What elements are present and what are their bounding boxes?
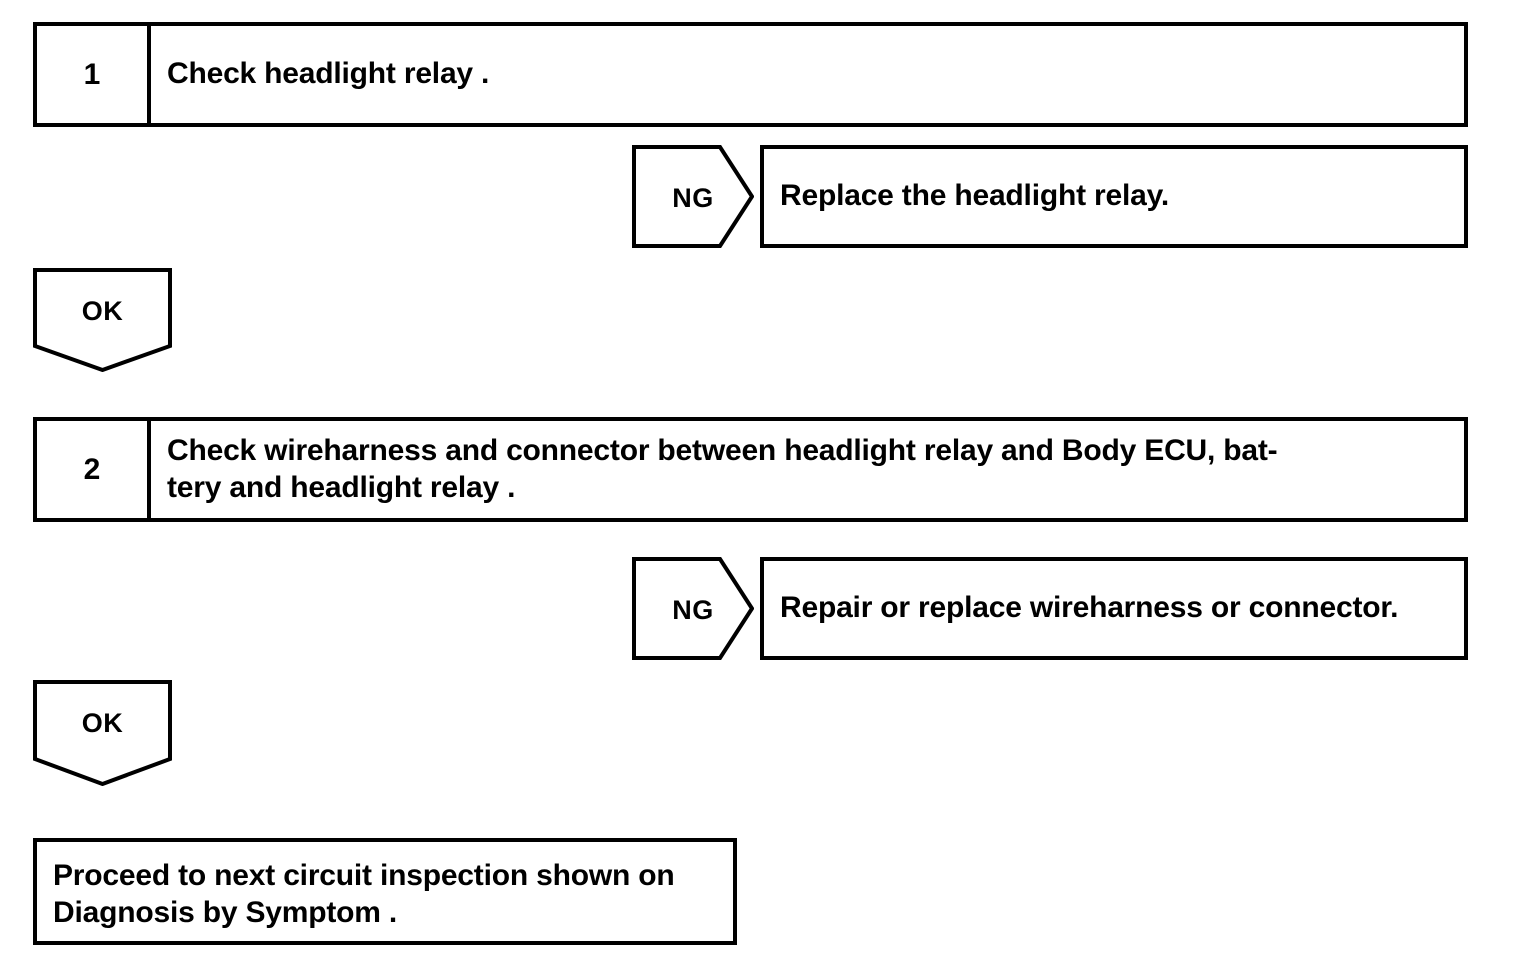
step-2-box: 2 Check wireharness and connector betwee… [33,417,1468,522]
step-2-ng-label: NG [672,595,714,625]
final-proceed-box: Proceed to next circuit inspection shown… [33,838,737,945]
final-text-line-2: Diagnosis by Symptom . [53,895,397,929]
step-1-ng-label: NG [672,183,714,213]
step-1-ng-action-text: Replace the headlight relay. [780,179,1169,213]
step-1-ok-label: OK [81,296,124,326]
step-1-number: 1 [37,26,151,123]
pentagon-down-shape [33,268,172,372]
step-2-ng-action-box: Repair or replace wireharness or connect… [760,557,1468,660]
pentagon-right-shape [632,145,754,248]
step-2-instruction-line-1: Check wireharness and connector between … [167,433,1278,467]
pentagon-down-shape [33,680,172,786]
step-2-number: 2 [37,421,151,518]
step-1-instruction: Check headlight relay . [167,57,490,91]
step-1-ok-pentagon: OK [33,268,172,372]
step-2-ok-pentagon: OK [33,680,172,786]
step-2-instruction: Check wireharness and connector between … [151,421,1464,518]
final-text-line-1: Proceed to next circuit inspection shown… [53,859,675,892]
step-1-box: 1 Check headlight relay . [33,22,1468,127]
step-1-ng-action-box: Replace the headlight relay. [760,145,1468,248]
step-2-ok-label: OK [81,708,124,738]
step-1-ng-pentagon: NG [632,145,754,248]
step-2-instruction-line-2: tery and headlight relay . [167,470,516,504]
step-2-ng-pentagon: NG [632,557,754,660]
step-2-ng-action-text: Repair or replace wireharness or connect… [780,591,1399,625]
pentagon-right-shape [632,557,754,660]
